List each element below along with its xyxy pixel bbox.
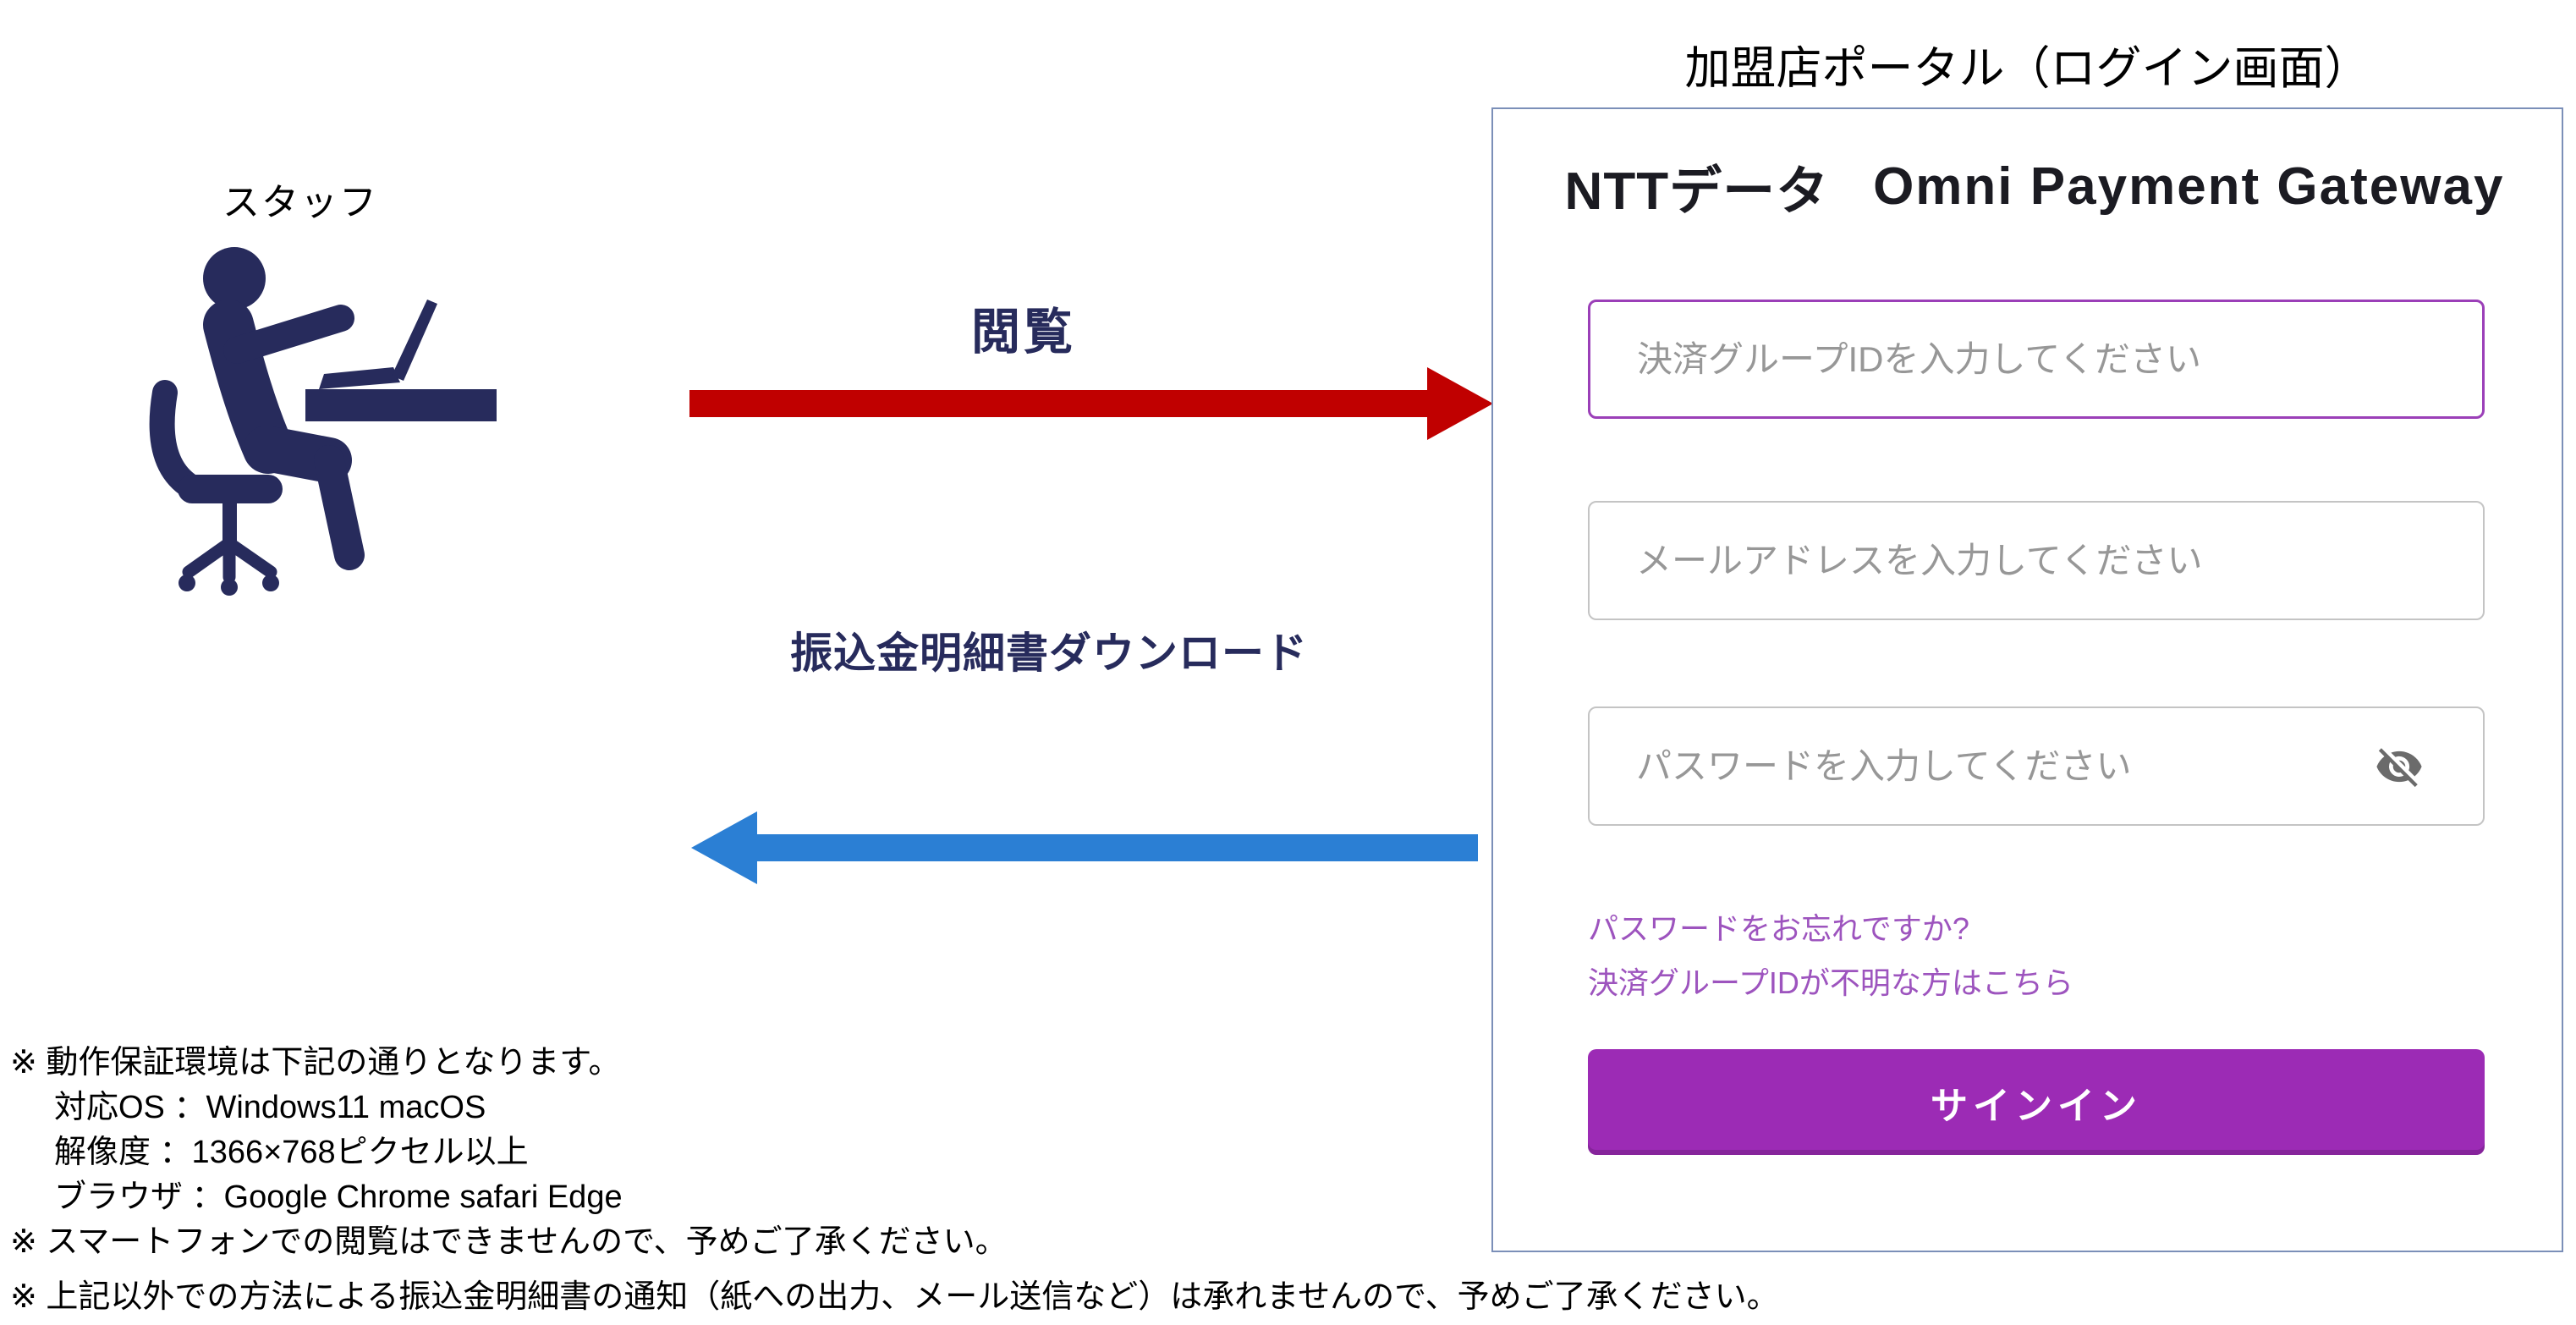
eye-off-icon[interactable]	[2375, 742, 2424, 791]
note-line: ※ 動作保証環境は下記の通りとなります。	[10, 1045, 621, 1080]
note-line: ※ 上記以外での方法による振込金明細書の通知（紙への出力、メール送信など）は承れ…	[10, 1279, 1779, 1315]
person-at-desk-icon	[149, 247, 497, 596]
view-arrow	[689, 390, 1427, 417]
note-line: 対応OS ：Windows11 macOS	[54, 1090, 486, 1125]
login-card: NTTデータ Omni Payment Gateway パスワードをお忘れですか…	[1491, 107, 2563, 1252]
group-id-field	[1588, 300, 2485, 419]
password-input[interactable]	[1590, 708, 2483, 824]
staff-label: スタッフ	[222, 182, 378, 223]
brand-name: NTTデータ	[1564, 162, 1830, 221]
group-id-input[interactable]	[1590, 302, 2482, 416]
unknown-group-id-link[interactable]: 決済グループIDが不明な方はこちら	[1588, 965, 2073, 1000]
signin-button[interactable]: サインイン	[1588, 1049, 2485, 1155]
page-title: 加盟店ポータル（ログイン画面）	[1684, 43, 2370, 94]
note-line: ※ スマートフォンでの閲覧はできませんので、予めご了承ください。	[10, 1224, 1008, 1260]
download-arrow-label: 振込金明細書ダウンロード	[790, 630, 1308, 677]
password-field	[1588, 706, 2485, 826]
view-arrow-head-icon	[1427, 367, 1493, 440]
email-input[interactable]	[1590, 503, 2483, 619]
view-arrow-label: 閲覧	[970, 305, 1076, 360]
forgot-password-link[interactable]: パスワードをお忘れですか?	[1588, 911, 1969, 946]
download-arrow	[757, 834, 1478, 861]
email-field	[1588, 501, 2485, 620]
brand-logo: NTTデータ Omni Payment Gateway	[1565, 148, 2503, 224]
brand-product: Omni Payment Gateway	[1873, 157, 2505, 216]
download-arrow-head-icon	[691, 811, 757, 884]
note-line: 解像度 ：1366×768ピクセル以上	[54, 1135, 529, 1170]
note-line: ブラウザ ：Google Chrome safari Edge	[54, 1179, 623, 1215]
notes-block: ※ 動作保証環境は下記の通りとなります。 対応OS ：Windows11 mac…	[10, 1041, 1779, 1320]
